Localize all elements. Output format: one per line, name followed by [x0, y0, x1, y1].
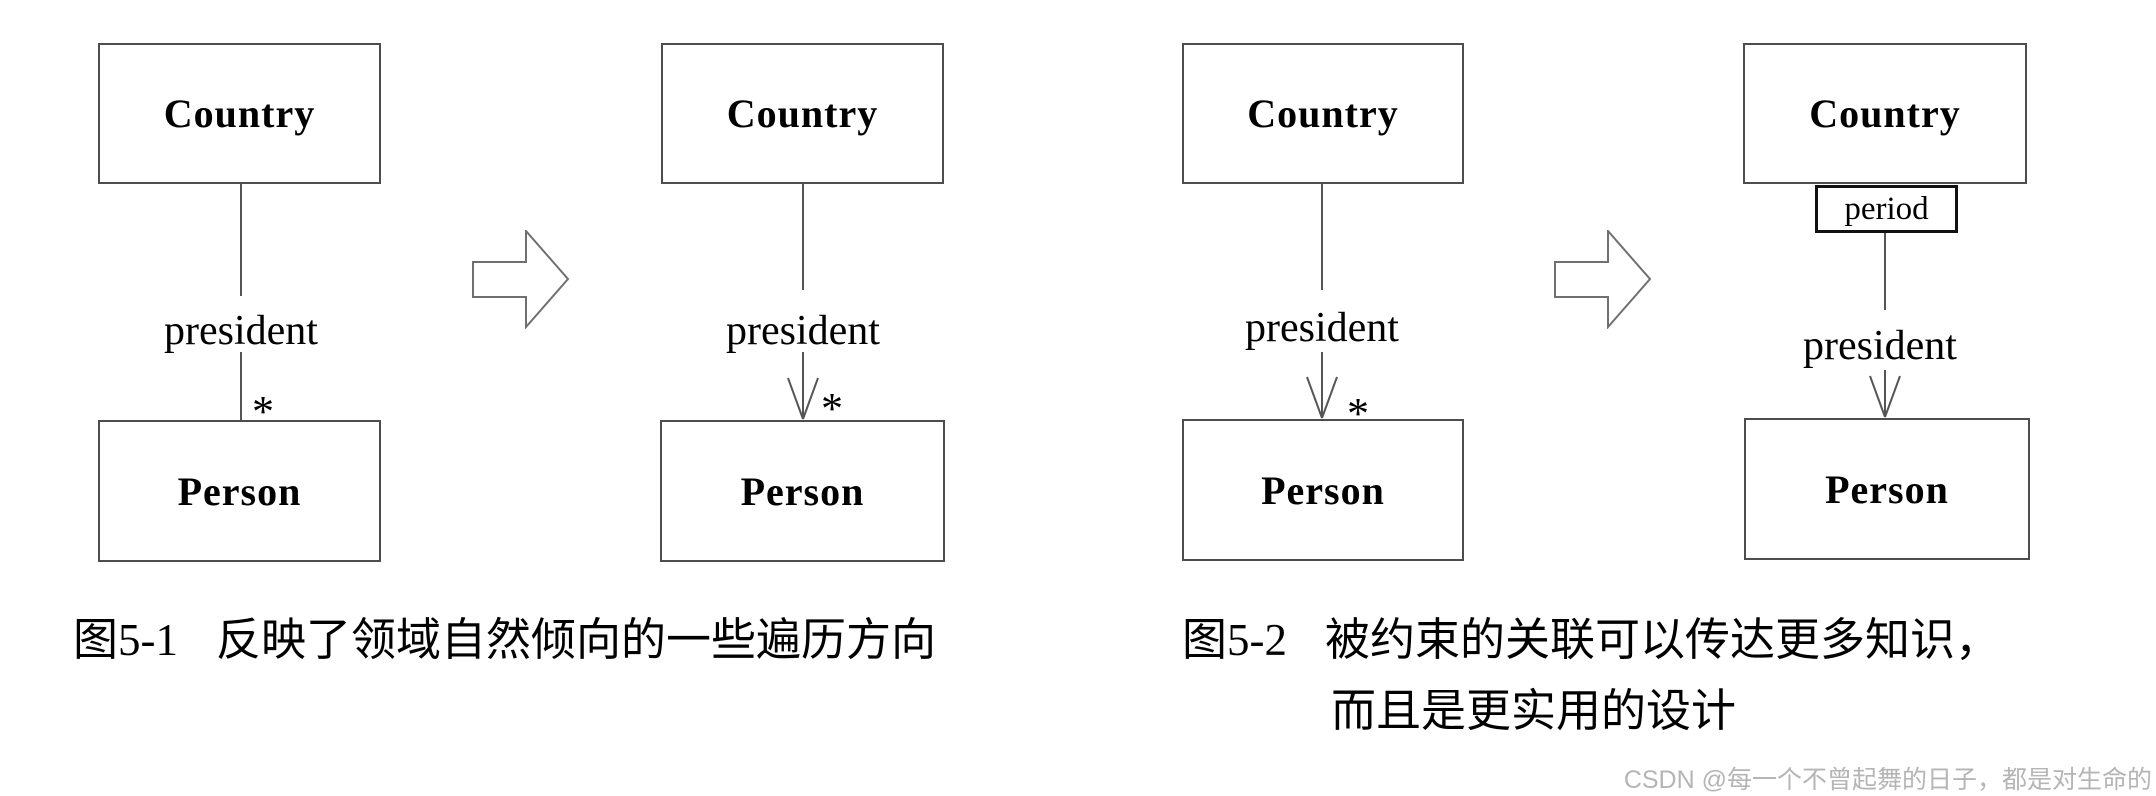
class-name-label: Country — [726, 91, 879, 136]
transform-arrow-icon — [472, 230, 570, 329]
multiplicity-star: * — [821, 384, 843, 433]
navigability-arrowhead-icon — [1306, 376, 1338, 419]
caption-number: 图5-2 — [1182, 615, 1287, 665]
class-name-label: Person — [177, 468, 302, 514]
class-name-label: Country — [163, 91, 316, 136]
association-line — [1884, 370, 1886, 416]
class-box-person: Person — [1182, 419, 1464, 561]
association-line — [1884, 233, 1886, 310]
association-label: president — [164, 308, 318, 354]
association-line — [240, 184, 242, 296]
association-label: president — [1803, 323, 1957, 369]
class-name-label: Person — [1261, 467, 1385, 513]
navigability-arrowhead-icon — [787, 377, 819, 420]
figure-caption-line2: 而且是更实用的设计 — [1331, 686, 1737, 736]
qualifier-label: period — [1844, 190, 1929, 227]
caption-text: 反映了领域自然倾向的一些遍历方向 — [216, 615, 937, 665]
association-line — [1321, 352, 1323, 418]
association-label: president — [726, 308, 880, 354]
class-box-country: Country — [1743, 43, 2027, 184]
figure-caption: 图5-2 被约束的关联可以传达更多知识， — [1182, 615, 2001, 665]
caption-number: 图5-1 — [73, 615, 178, 665]
class-box-person: Person — [1744, 418, 2030, 560]
caption-text: 被约束的关联可以传达更多知识， — [1325, 615, 2001, 665]
transform-arrow-icon — [1554, 230, 1652, 329]
class-box-country: Country — [661, 43, 944, 184]
class-box-country: Country — [1182, 43, 1464, 184]
class-name-label: Person — [740, 468, 865, 514]
figure-caption: 图5-1 反映了领域自然倾向的一些遍历方向 — [73, 615, 937, 665]
csdn-watermark: CSDN @每一个不曾起舞的日子，都是对生命的 — [1623, 766, 2152, 794]
association-line — [1321, 184, 1323, 290]
association-line — [802, 184, 804, 290]
qualifier-box: period — [1815, 185, 1958, 233]
navigability-arrowhead-icon — [1869, 375, 1901, 418]
class-box-person: Person — [660, 420, 945, 562]
class-name-label: Country — [1247, 91, 1399, 136]
class-name-label: Country — [1809, 91, 1961, 136]
class-box-person: Person — [98, 420, 381, 562]
association-line — [240, 352, 242, 420]
association-label: president — [1245, 305, 1399, 351]
association-line — [802, 352, 804, 419]
class-box-country: Country — [98, 43, 381, 184]
class-name-label: Person — [1825, 466, 1949, 512]
caption-text: 而且是更实用的设计 — [1331, 686, 1737, 736]
